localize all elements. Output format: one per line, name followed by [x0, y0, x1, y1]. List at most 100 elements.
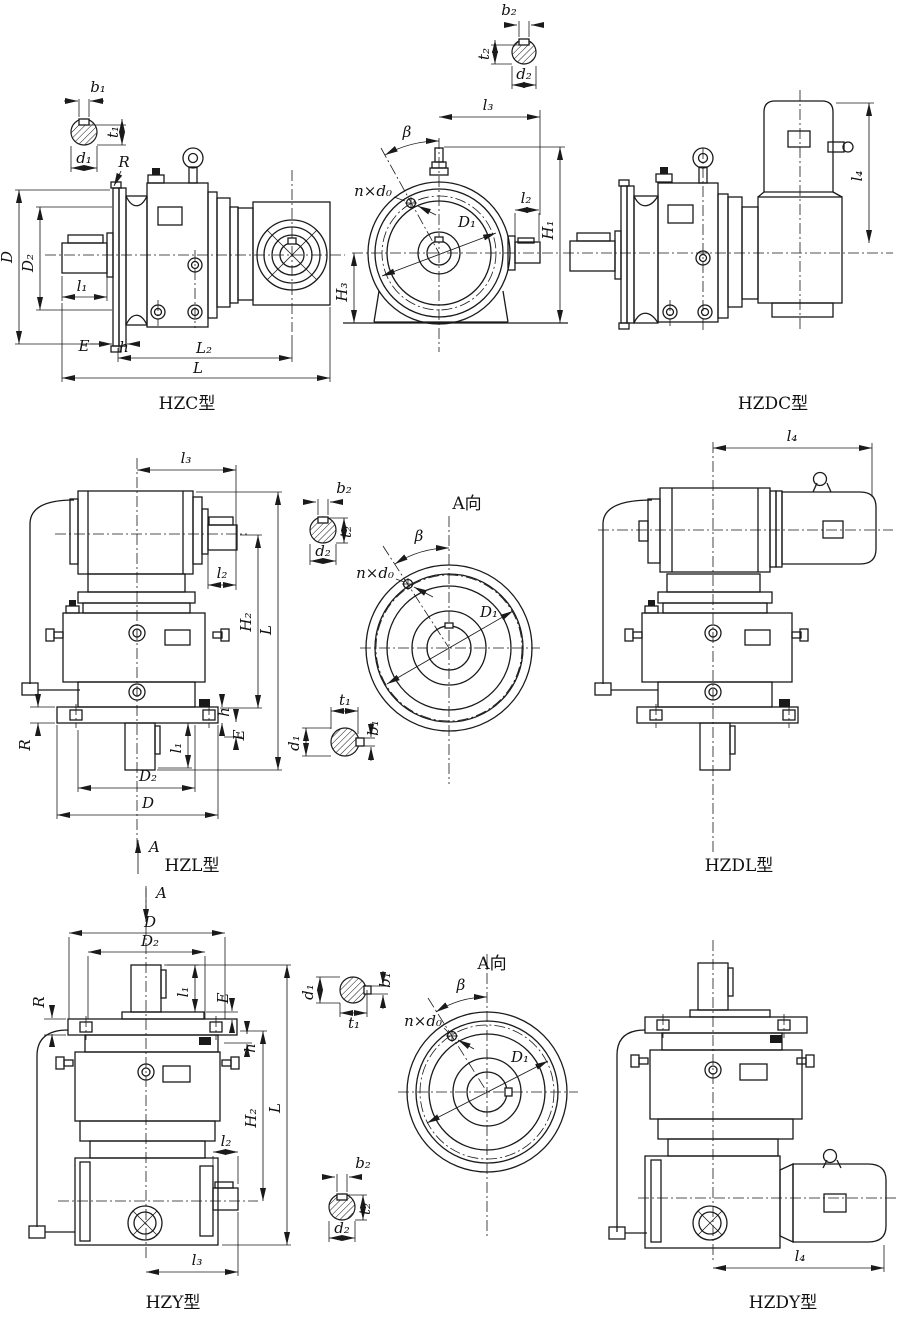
aview2-label-d2: d₂ — [315, 542, 331, 560]
aview2-label-t2: t₂ — [337, 526, 355, 538]
hzy-label-h: h — [241, 1043, 259, 1053]
hzdy-caption: HZDY型 — [749, 1293, 818, 1313]
hzc-label-E: E — [78, 337, 90, 355]
aview3-labels: d₁ b₁ t₁ A向 β n×d₀ D₁ b₂ t₂ d₂ — [299, 954, 529, 1237]
hzdy-terminal-box — [823, 1193, 847, 1213]
hzc-label-D2: D₂ — [19, 254, 37, 273]
aview3-output-section — [339, 976, 367, 1004]
view-hzl: l₃ l₂ H₂ L R l₁ h E D₂ D A HZL型 — [16, 449, 282, 876]
hzl-output-shaft — [124, 722, 156, 771]
hzc-output-shaft — [61, 242, 108, 274]
aview2-label-beta: β — [414, 527, 424, 545]
hzdy-sight-glass — [692, 1205, 728, 1241]
hzl-handle-right — [220, 628, 230, 642]
hzy-label-R: R — [30, 996, 48, 1008]
hzdl-eyebolt-icon — [812, 471, 828, 487]
hzdl-nameplate — [744, 629, 771, 646]
hzy-label-l3: l₃ — [192, 1251, 203, 1269]
hzdl-output-shaft — [699, 722, 731, 771]
hzdy-eyebolt-icon — [822, 1148, 838, 1164]
hzy-label-A: A — [154, 884, 167, 902]
hzc-caption: HZC型 — [159, 394, 216, 414]
hzdl-caption: HZDL型 — [705, 856, 774, 876]
hzc-eyebolt-icon — [182, 147, 204, 169]
front1-label-H1: H₁ — [539, 220, 557, 240]
hzl-nameplate — [164, 629, 191, 646]
aview3-label-d1: d₁ — [299, 984, 317, 1000]
hzdl-dimensions — [713, 443, 873, 497]
hzdy-oil-pipe — [616, 1029, 646, 1232]
aview3-rim — [406, 1011, 568, 1173]
hzdc-nameplate — [667, 204, 694, 224]
hzy-label-H2: H₂ — [242, 1108, 260, 1128]
hzl-label-l1: l₁ — [167, 743, 185, 754]
hzl-gear-housing — [62, 612, 206, 683]
hzdc-machine — [569, 100, 854, 330]
hzy-handle-right — [230, 1056, 240, 1070]
hzc-label-b1: b₁ — [90, 78, 106, 96]
hzdc-motor-cap — [763, 100, 834, 193]
hzc-label-D: D — [0, 251, 16, 264]
aview3-label-b1: b₁ — [376, 972, 394, 988]
hzc-coupling-block — [252, 201, 331, 306]
hzdy-handle-right — [805, 1054, 815, 1068]
hzc-nameplate — [157, 206, 183, 226]
hzdy-gear-housing — [649, 1049, 803, 1120]
hzdl-motor-body — [781, 491, 877, 565]
hzc-label-L: L — [192, 359, 203, 377]
hzdc-label-l4: l₄ — [848, 171, 866, 182]
view-hzy: A D D₂ R l₁ E h H₂ L l₂ l₃ HZY型 — [28, 884, 291, 1313]
aview3-label-t2: t₂ — [356, 1203, 374, 1215]
hzl-label-h: h — [215, 707, 233, 717]
hzy-gear-housing — [74, 1051, 221, 1122]
aview2-label-b1: b₁ — [364, 720, 382, 736]
hzl-label-D: D — [141, 794, 154, 812]
hzdc-flange — [620, 185, 628, 324]
view-a-row2: b₂ t₂ d₂ A向 β n×d₀ D₁ t₁ b₁ d₁ — [285, 479, 540, 784]
hzy-label-E: E — [214, 992, 232, 1004]
aview2-output-section — [330, 727, 360, 757]
hzy-label-L: L — [266, 1103, 284, 1114]
hzy-oil-pipe — [36, 1029, 69, 1227]
hzl-motor-body — [77, 490, 194, 575]
aview2-label-nd0: n×d₀ — [356, 564, 394, 582]
hzy-side-shaft — [212, 1187, 239, 1211]
hzy-label-D2: D₂ — [140, 932, 159, 950]
hzl-label-R: R — [16, 739, 34, 751]
hzl-dimensions — [30, 465, 282, 874]
hzdy-machine — [608, 962, 887, 1249]
hzl-machine — [21, 490, 238, 771]
front1-input-shaft — [514, 241, 541, 264]
hzy-machine — [28, 964, 240, 1246]
hzdl-terminal-box — [822, 520, 844, 539]
hzc-shaft-key — [67, 234, 104, 244]
hzdy-centerlines — [638, 940, 898, 1262]
hzc-vent-plug — [147, 174, 165, 184]
hzc-label-L2: L₂ — [195, 339, 212, 357]
front1-label-d2: d₂ — [516, 65, 532, 83]
hzl-caption: HZL型 — [165, 856, 220, 876]
view-front-row1: b₂ t₂ d₂ l₃ β n×d₀ D₁ l₂ H₁ H₃ — [333, 1, 568, 352]
hzc-label-R: R — [117, 153, 129, 171]
hzy-label-l2: l₂ — [221, 1132, 232, 1150]
hzc-label-l1: l₁ — [77, 277, 88, 295]
aview2-label-D1: D₁ — [479, 603, 498, 621]
aview2-machine — [309, 516, 533, 757]
front1-label-l3: l₃ — [483, 96, 494, 114]
hzc-centerlines — [45, 170, 345, 332]
hzc-label-d1: d₁ — [76, 149, 92, 167]
hzl-label-H2: H₂ — [237, 612, 255, 632]
hzl-input-shaft — [207, 524, 238, 551]
hzdl-handle-right — [799, 628, 809, 642]
hzdc-gear-housing — [657, 182, 719, 323]
hzy-dimensions — [44, 888, 291, 1276]
front1-label-H3: H₃ — [333, 282, 351, 302]
hzdl-label-l4: l₄ — [787, 427, 798, 445]
hzdy-motor-body — [792, 1163, 887, 1243]
aview3-label-t1: t₁ — [348, 1014, 360, 1032]
front1-labels: b₂ t₂ d₂ l₃ β n×d₀ D₁ l₂ H₁ H₃ — [333, 1, 557, 303]
aview2-label-b2: b₂ — [336, 479, 352, 497]
hzdc-labels: l₄ HZDC型 — [738, 171, 866, 414]
